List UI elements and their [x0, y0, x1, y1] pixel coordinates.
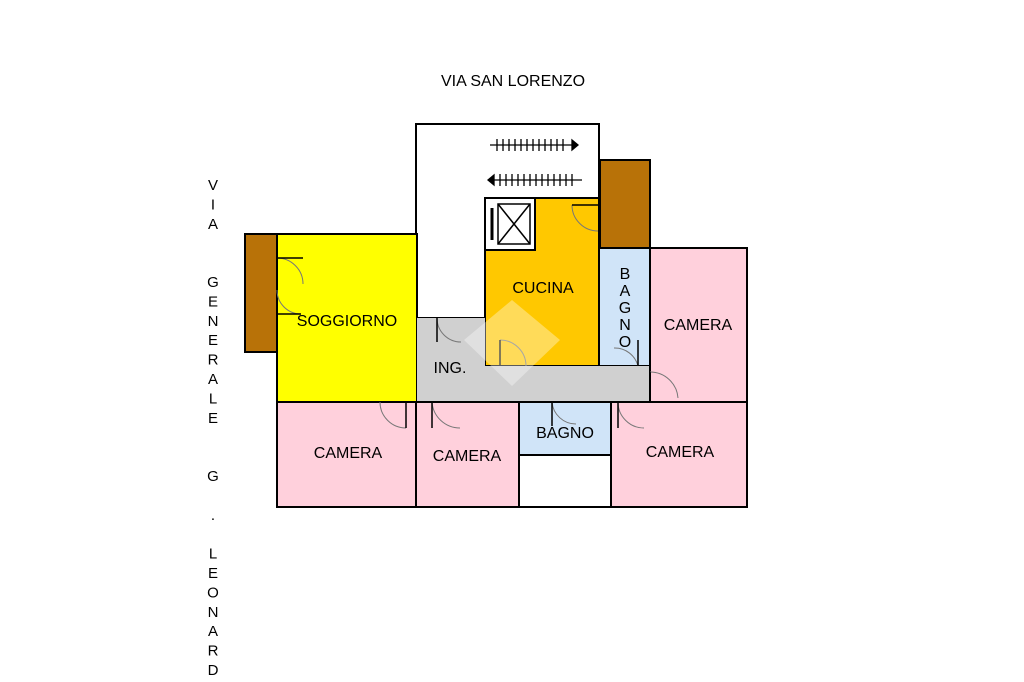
label-bedroom-se: CAMERA	[646, 444, 715, 461]
label-entrance: ING.	[434, 360, 467, 377]
room-bedroom-mid	[415, 401, 520, 508]
corridor	[417, 318, 485, 366]
stairs-arrow-left	[486, 173, 582, 187]
room-bedroom-sw	[276, 401, 417, 508]
street-label-north: VIA SAN LORENZO	[441, 73, 585, 90]
watermark-logo	[464, 300, 560, 386]
room-bath-small	[518, 401, 612, 456]
elevator-icon	[490, 203, 531, 245]
room-bedroom-se	[610, 401, 748, 508]
label-bedroom-east: CAMERA	[664, 317, 733, 334]
balcony-west	[244, 233, 278, 353]
stairs-arrow-right	[490, 138, 580, 152]
door-swings	[276, 204, 679, 429]
label-living: SOGGIORNO	[297, 313, 397, 330]
corridor	[417, 366, 649, 402]
room-storage	[518, 454, 612, 508]
label-bedroom-sw: CAMERA	[314, 445, 383, 462]
balcony-north	[599, 159, 651, 249]
label-bedroom-mid: CAMERA	[433, 448, 502, 465]
label-bath-small: BAGNO	[536, 425, 594, 442]
room-bedroom-east	[649, 247, 748, 403]
label-kitchen: CUCINA	[512, 280, 574, 297]
